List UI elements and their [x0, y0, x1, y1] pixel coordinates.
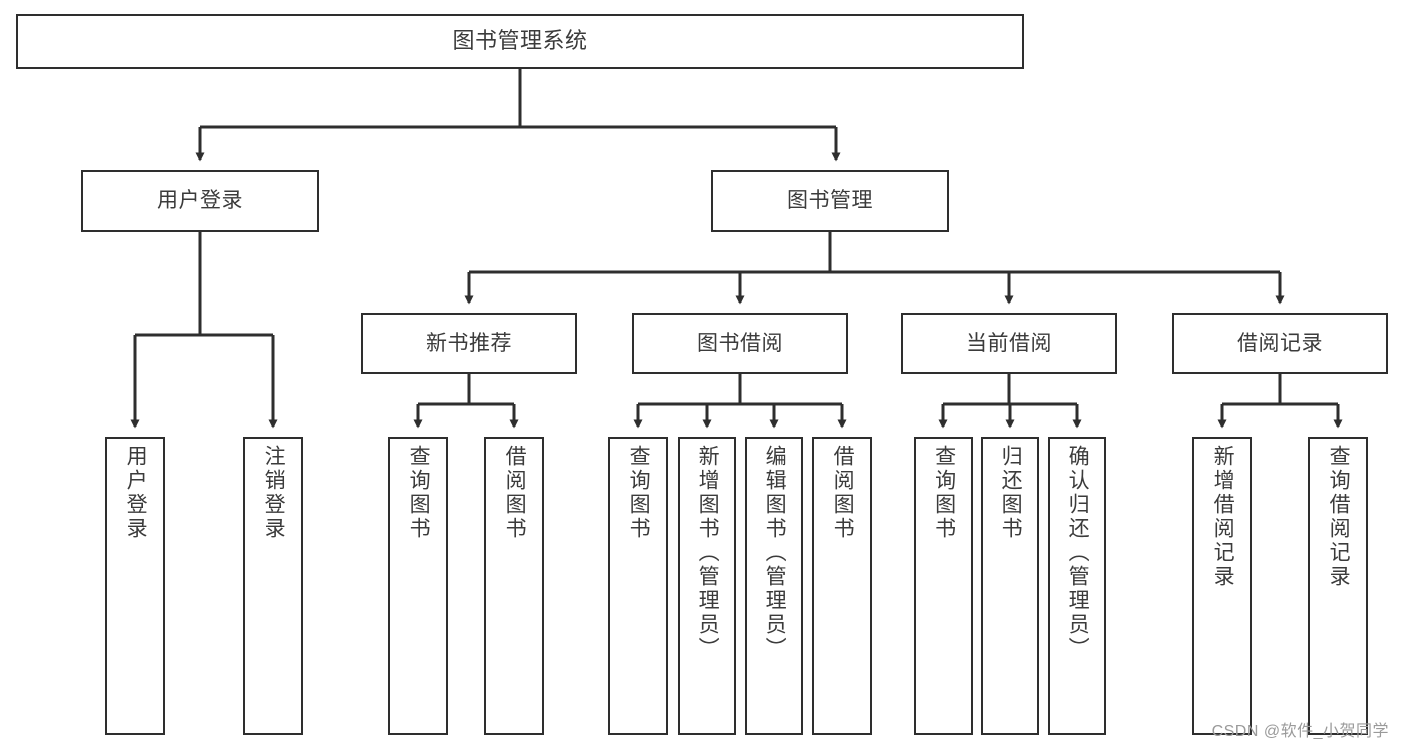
node-book-manage-label: 图书管理 — [787, 189, 873, 213]
leaf-borrow-book-recommendation[interactable]: 借阅图书 — [484, 437, 544, 735]
leaf-borrow-book[interactable]: 借阅图书 — [812, 437, 872, 735]
node-root-label: 图书管理系统 — [452, 28, 588, 54]
leaf-query-book-recommendation-label: 查询图书 — [407, 445, 431, 541]
node-new-book-recommendation[interactable]: 新书推荐 — [361, 313, 577, 374]
leaf-query-book-borrow[interactable]: 查询图书 — [608, 437, 668, 735]
leaf-query-book-recommendation[interactable]: 查询图书 — [388, 437, 448, 735]
node-current-borrow[interactable]: 当前借阅 — [901, 313, 1117, 374]
node-borrow-record-label: 借阅记录 — [1237, 331, 1323, 355]
leaf-add-book-admin[interactable]: 新增图书（管理员） — [678, 437, 736, 735]
leaf-edit-book-admin-label: 编辑图书（管理员） — [763, 445, 787, 661]
csdn-watermark: CSDN @软件_小贺同学 — [1211, 723, 1389, 740]
node-book-borrow[interactable]: 图书借阅 — [632, 313, 848, 374]
leaf-add-book-admin-label: 新增图书（管理员） — [696, 445, 720, 661]
leaf-query-book-borrow-label: 查询图书 — [627, 445, 651, 541]
node-user-login[interactable]: 用户登录 — [81, 170, 319, 232]
leaf-user-logout[interactable]: 注销登录 — [243, 437, 303, 735]
leaf-return-book-label: 归还图书 — [999, 445, 1023, 541]
leaf-borrow-book-recommendation-label: 借阅图书 — [503, 445, 527, 541]
leaf-query-borrow-record-label: 查询借阅记录 — [1327, 445, 1351, 589]
leaf-query-book-current[interactable]: 查询图书 — [914, 437, 973, 735]
leaf-return-book[interactable]: 归还图书 — [981, 437, 1039, 735]
leaf-query-book-current-label: 查询图书 — [932, 445, 956, 541]
leaf-query-borrow-record[interactable]: 查询借阅记录 — [1308, 437, 1368, 735]
leaf-add-borrow-record-label: 新增借阅记录 — [1211, 445, 1235, 589]
node-new-book-recommendation-label: 新书推荐 — [426, 331, 512, 355]
leaf-confirm-return-admin[interactable]: 确认归还（管理员） — [1048, 437, 1106, 735]
leaf-confirm-return-admin-label: 确认归还（管理员） — [1066, 445, 1090, 661]
leaf-add-borrow-record[interactable]: 新增借阅记录 — [1192, 437, 1252, 735]
leaf-borrow-book-label: 借阅图书 — [831, 445, 855, 541]
node-book-borrow-label: 图书借阅 — [697, 331, 783, 355]
node-book-manage[interactable]: 图书管理 — [711, 170, 949, 232]
leaf-user-logout-label: 注销登录 — [262, 445, 286, 541]
leaf-edit-book-admin[interactable]: 编辑图书（管理员） — [745, 437, 803, 735]
node-user-login-label: 用户登录 — [157, 189, 243, 213]
leaf-user-login[interactable]: 用户登录 — [105, 437, 165, 735]
leaf-user-login-label: 用户登录 — [124, 445, 148, 541]
node-borrow-record[interactable]: 借阅记录 — [1172, 313, 1388, 374]
node-current-borrow-label: 当前借阅 — [966, 331, 1052, 355]
node-root-system[interactable]: 图书管理系统 — [16, 14, 1024, 69]
